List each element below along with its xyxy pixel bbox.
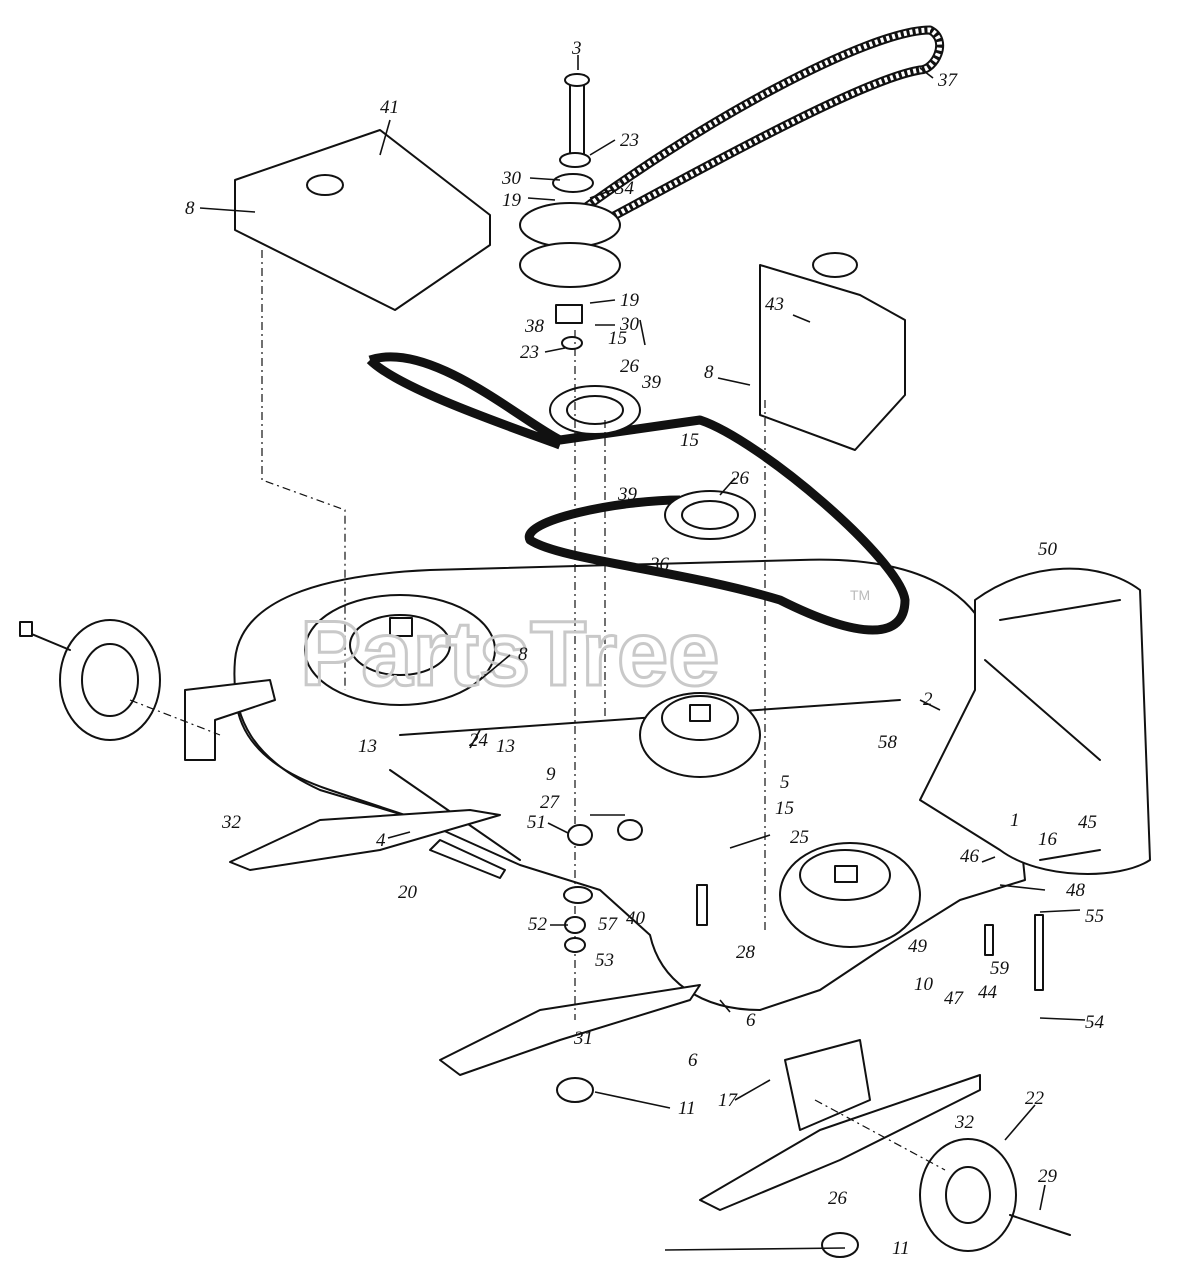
left-blade [229, 809, 501, 871]
callout-40: 40 [626, 908, 646, 929]
right-gauge-wheel [919, 1138, 1071, 1252]
callout-52: 52 [528, 914, 548, 935]
callout-30: 30 [501, 168, 522, 189]
callout-29: 29 [1038, 1166, 1058, 1187]
right-wheel-bracket [784, 1039, 871, 1131]
callout-38: 38 [524, 316, 545, 337]
callout-13: 13 [358, 736, 377, 757]
callout-44: 44 [978, 982, 998, 1003]
right-spindle-housing [779, 842, 921, 948]
callout-34: 34 [614, 178, 635, 199]
callout-22: 22 [1025, 1088, 1045, 1109]
callout-57: 57 [598, 914, 619, 935]
left-belt-shield [234, 129, 491, 311]
callout-26: 26 [730, 468, 750, 489]
upper-idler-pulley [549, 385, 641, 435]
callout-54: 54 [1085, 1012, 1105, 1033]
callout-13: 13 [496, 736, 515, 757]
callout-31: 31 [573, 1028, 593, 1049]
callout-24: 24 [469, 730, 489, 751]
callout-26: 26 [828, 1188, 848, 1209]
double-pulley-assembly [519, 73, 621, 350]
callout-30: 30 [619, 314, 640, 335]
callout-23: 23 [620, 130, 639, 151]
callout-59: 59 [990, 958, 1010, 979]
watermark: PartsTree [300, 603, 719, 705]
left-spindle-housing [304, 594, 496, 706]
callout-25: 25 [790, 827, 809, 848]
callout-8: 8 [185, 198, 195, 219]
callout-53: 53 [595, 950, 614, 971]
callout-17: 17 [718, 1090, 739, 1111]
callout-43: 43 [765, 294, 784, 315]
callout-20: 20 [398, 882, 418, 903]
callout-3: 3 [571, 38, 582, 59]
callout-47: 47 [944, 988, 965, 1009]
callout-15: 15 [680, 430, 699, 451]
callout-23: 23 [520, 342, 539, 363]
callout-50: 50 [1038, 539, 1058, 560]
right-blade [699, 1074, 981, 1211]
lower-idler-pulley [664, 490, 756, 540]
callout-46: 46 [960, 846, 980, 867]
right-belt-shield [759, 252, 906, 451]
callout-6: 6 [746, 1010, 756, 1031]
callout-11: 11 [678, 1098, 696, 1119]
callout-5: 5 [780, 772, 790, 793]
callout-19: 19 [502, 190, 522, 211]
callout-28: 28 [736, 942, 756, 963]
callout-32: 32 [221, 812, 242, 833]
callout-6: 6 [688, 1050, 698, 1071]
callout-26: 26 [620, 356, 640, 377]
callout-32: 32 [954, 1112, 975, 1133]
callout-39: 39 [617, 484, 638, 505]
callout-58: 58 [878, 732, 898, 753]
callout-51: 51 [527, 812, 546, 833]
alignment-line-left-wheel [129, 699, 221, 736]
callout-19: 19 [620, 290, 640, 311]
left-wheel-bracket [184, 679, 276, 761]
callout-8: 8 [704, 362, 714, 383]
callout-48: 48 [1066, 880, 1086, 901]
center-blade [439, 984, 701, 1076]
callout-41: 41 [380, 97, 399, 118]
callout-9: 9 [546, 764, 556, 785]
callout-labels: 3 37 41 23 30 34 19 8 19 30 38 43 23 15 … [185, 38, 1105, 1259]
callout-39: 39 [641, 372, 662, 393]
hardware-parts [429, 819, 1101, 1258]
callout-55: 55 [1085, 906, 1104, 927]
callout-11: 11 [892, 1238, 910, 1259]
callout-2: 2 [923, 689, 933, 710]
callout-49: 49 [908, 936, 928, 957]
callout-15: 15 [775, 798, 794, 819]
callout-8: 8 [518, 644, 528, 665]
left-gauge-wheel [19, 619, 161, 741]
deck-drive-belt [366, 352, 910, 635]
callout-1: 1 [1010, 810, 1020, 831]
callout-27: 27 [540, 792, 561, 813]
callout-45: 45 [1078, 812, 1097, 833]
callout-4: 4 [376, 830, 386, 851]
upper-drive-belt-texture [553, 27, 943, 248]
leader-lines [199, 55, 1086, 1251]
callout-15: 15 [608, 328, 627, 349]
callout-10: 10 [914, 974, 934, 995]
center-spindle-housing [639, 692, 761, 778]
callout-16: 16 [1038, 829, 1058, 850]
callout-36: 36 [649, 554, 670, 575]
alignment-line-right-wheel [814, 1099, 946, 1171]
callout-37: 37 [937, 70, 959, 91]
discharge-chute [919, 567, 1151, 875]
watermark-trademark: TM [850, 587, 870, 603]
alignment-line-left-shield [261, 250, 346, 690]
